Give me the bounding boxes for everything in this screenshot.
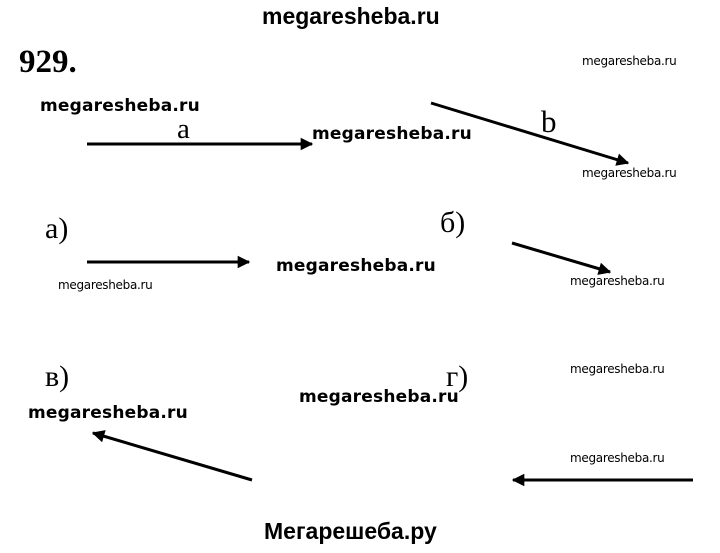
answer-label-v: в): [45, 360, 70, 393]
watermark-small: megaresheba.ru: [570, 362, 665, 376]
vector-b-label: b: [541, 104, 557, 139]
watermark-small: megaresheba.ru: [582, 54, 677, 68]
footer-watermark: Мегарешеба.ру: [264, 518, 437, 544]
answer-label-b: б): [440, 206, 466, 239]
answer-b-arrow: [511, 241, 612, 275]
watermark-small: megaresheba.ru: [58, 278, 153, 292]
answer-label-g: г): [446, 360, 469, 393]
answer-v-arrow: [91, 430, 253, 482]
vector-a-label: a: [177, 113, 190, 145]
problem-number: 929.: [19, 44, 77, 80]
watermark-bold: megaresheba.ru: [28, 403, 188, 423]
watermark-bold: megaresheba.ru: [299, 387, 459, 407]
answer-label-a: а): [45, 212, 69, 245]
watermark-small: megaresheba.ru: [582, 166, 677, 180]
vector-b-arrow: [430, 101, 630, 166]
watermark-bold: megaresheba.ru: [276, 256, 436, 276]
watermark-small: megaresheba.ru: [570, 274, 665, 288]
header-watermark: megaresheba.ru: [262, 3, 440, 29]
watermark-bold: megaresheba.ru: [40, 96, 200, 116]
watermark-bold: megaresheba.ru: [312, 124, 472, 144]
watermark-small: megaresheba.ru: [570, 451, 665, 465]
